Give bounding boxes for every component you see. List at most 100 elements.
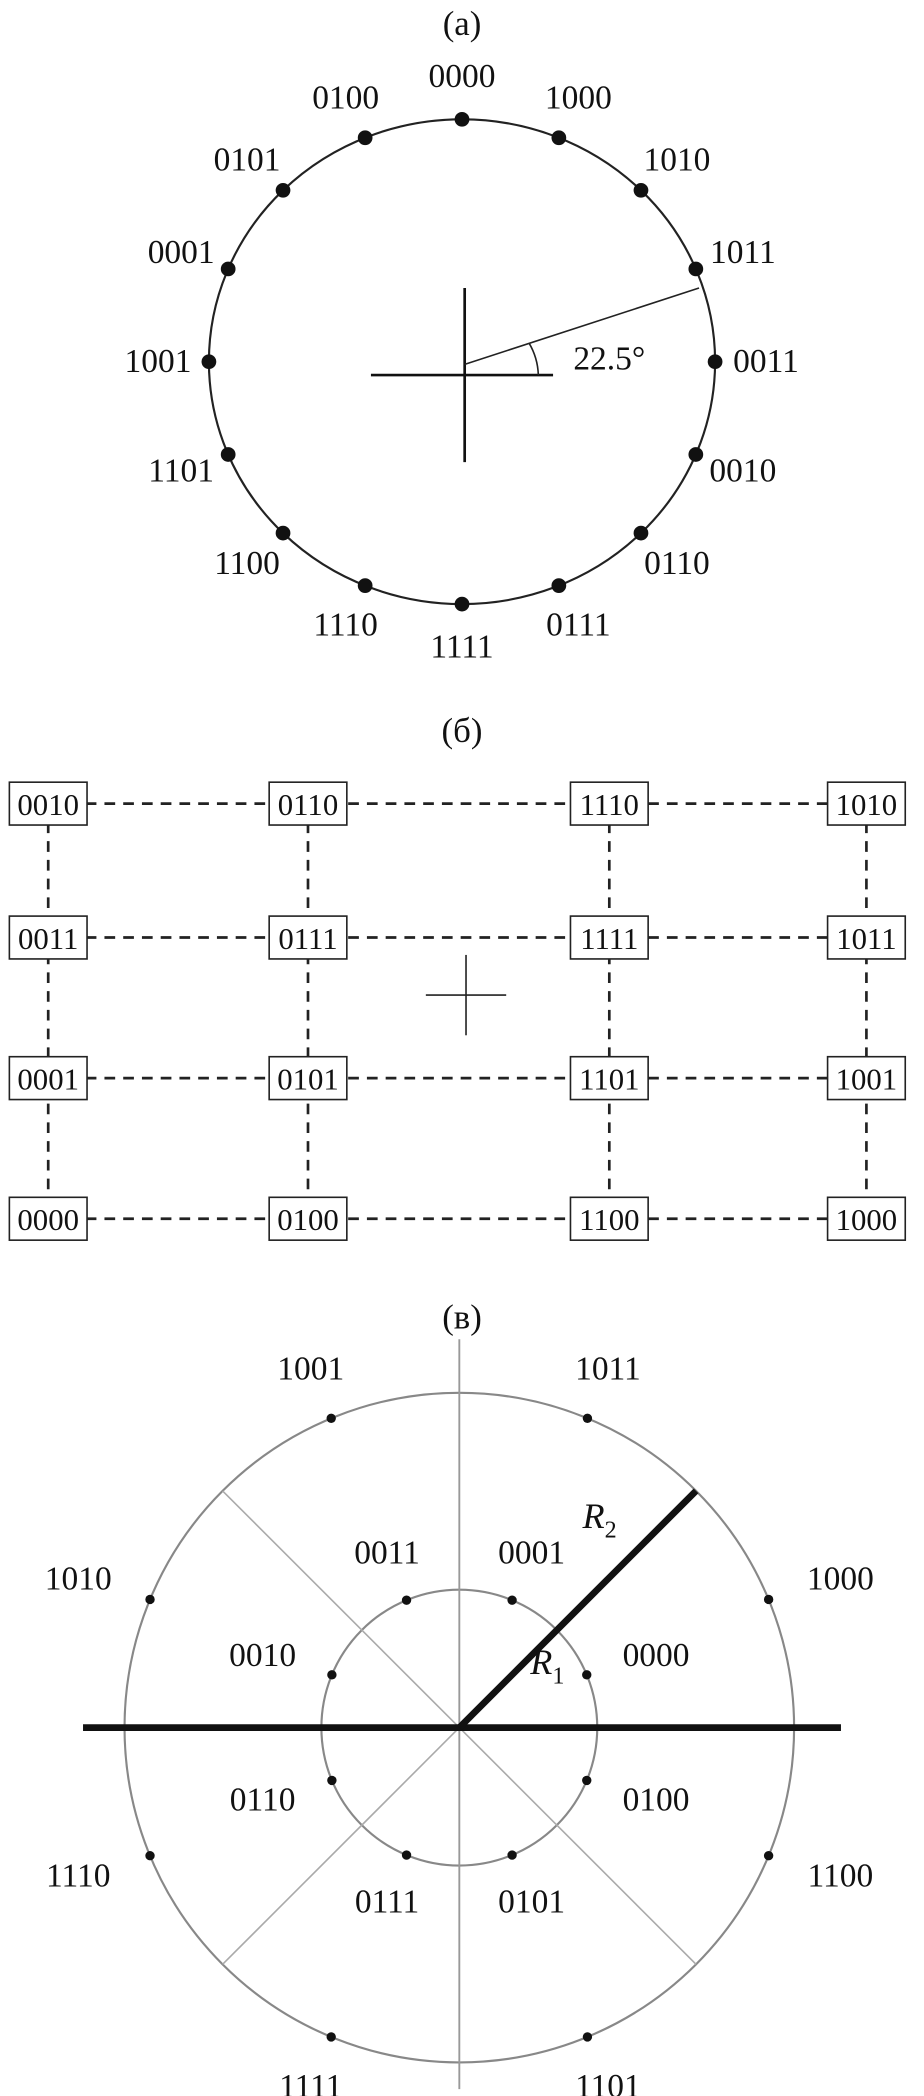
outer-point-label: 1110: [46, 1858, 110, 1895]
radius-r2-line: [456, 1488, 699, 1730]
point-label: 1001: [125, 343, 192, 380]
outer-ring-point: [763, 1594, 774, 1605]
radius-line: [464, 287, 700, 366]
symbol-box: [268, 1055, 348, 1101]
outer-ring-point: [763, 1851, 774, 1861]
symbol-box: [268, 1196, 348, 1241]
outer-ring-point: [582, 1413, 593, 1423]
symbol-label: 0010: [17, 788, 79, 822]
symbol-box: [826, 781, 907, 826]
angle-arc: [528, 342, 540, 376]
symbol-box: [8, 915, 88, 960]
constellation-point: [275, 525, 291, 541]
symbol-label: 0000: [17, 1203, 79, 1237]
sector-line: [222, 1490, 460, 1729]
constellation-point: [220, 261, 236, 277]
inner-ring-point: [401, 1595, 412, 1605]
inner-point-label: 0111: [355, 1884, 419, 1921]
inner-ring-point: [582, 1775, 592, 1786]
inner-ring-point: [327, 1775, 337, 1786]
point-label: 0001: [148, 234, 215, 271]
symbol-box: [8, 1055, 88, 1101]
point-label: 1111: [430, 628, 493, 665]
inner-point-label: 0101: [498, 1884, 565, 1921]
constellation-point: [454, 111, 470, 127]
inner-ring-point: [507, 1595, 517, 1605]
point-label: 0110: [644, 545, 710, 582]
constellation-point: [275, 182, 291, 198]
constellation-point: [357, 130, 373, 146]
panel-c-title: (в): [442, 1298, 482, 1337]
symbol-label: 1010: [836, 788, 898, 822]
point-label: 1000: [545, 80, 612, 117]
outer-point-label: 1111: [279, 2068, 342, 2096]
outer-point-label: 1010: [45, 1560, 112, 1597]
outer-point-label: 1001: [277, 1350, 344, 1387]
symbol-label: 1101: [579, 1062, 639, 1096]
symbol-box: [569, 1055, 649, 1101]
inner-ring-point: [582, 1670, 592, 1680]
symbol-box: [268, 781, 348, 826]
inner-ring-point: [507, 1850, 517, 1860]
inner-ring-point: [401, 1850, 412, 1860]
symbol-box: [569, 1196, 649, 1241]
constellation-point: [357, 578, 373, 593]
constellation-point: [633, 182, 649, 198]
outer-point-label: 1100: [808, 1858, 874, 1895]
outer-ring-point: [145, 1851, 155, 1861]
point-label: 1100: [214, 545, 280, 582]
r1-label: R1: [529, 1642, 564, 1689]
symbol-label: 1011: [836, 922, 896, 956]
radius-symbol: R: [529, 1642, 552, 1682]
constellation-point: [633, 525, 649, 541]
constellation-point: [551, 130, 567, 146]
symbol-label: 1110: [580, 788, 639, 822]
symbol-box: [826, 1196, 907, 1241]
outer-point-label: 1101: [575, 2068, 641, 2096]
symbol-label: 1001: [836, 1062, 898, 1096]
inner-point-label: 0100: [623, 1781, 690, 1818]
inner-point-label: 0011: [354, 1535, 420, 1572]
outer-ring-point: [145, 1594, 155, 1605]
symbol-label: 0011: [18, 922, 78, 956]
inner-point-label: 0000: [623, 1637, 690, 1674]
constellation-point: [551, 578, 567, 593]
point-label: 1101: [148, 452, 214, 489]
sector-line: [458, 1727, 697, 1965]
point-label: 1011: [710, 234, 776, 271]
panel-c-apsk: (в) R2R110111000110011011111111010101001…: [45, 1298, 874, 2096]
symbol-label: 1000: [836, 1203, 898, 1237]
point-label: 0011: [733, 343, 799, 380]
symbol-label: 0100: [277, 1203, 339, 1237]
symbol-box: [826, 1055, 907, 1101]
outer-point-label: 1000: [807, 1560, 874, 1597]
angle-label: 22.5°: [573, 341, 645, 378]
symbol-label: 0110: [278, 788, 338, 822]
outer-point-label: 1011: [575, 1350, 641, 1387]
r2-label: R2: [582, 1496, 617, 1543]
inner-point-label: 0110: [230, 1781, 296, 1818]
symbol-box: [268, 915, 348, 960]
inner-point-label: 0001: [498, 1535, 565, 1572]
panel-b-title: (б): [442, 711, 483, 750]
symbol-box: [569, 781, 649, 826]
point-label: 0000: [429, 58, 496, 95]
symbol-label: 0001: [17, 1062, 79, 1096]
constellation-point: [707, 354, 723, 370]
symbol-label: 0111: [278, 922, 337, 956]
inner-ring-point: [327, 1670, 337, 1680]
radius-symbol: R: [582, 1496, 605, 1536]
sector-line: [222, 1727, 460, 1965]
point-label: 0101: [214, 142, 281, 179]
symbol-box: [8, 1196, 88, 1241]
constellation-point: [688, 261, 704, 277]
panel-a-16psk: (а) 22.5°0000100010101011001100100110011…: [125, 4, 799, 665]
radius-subscript: 1: [552, 1663, 564, 1689]
symbol-box: [8, 781, 88, 826]
point-label: 1110: [313, 607, 377, 644]
outer-ring-point: [326, 2032, 336, 2042]
symbol-box: [569, 915, 649, 960]
symbol-label: 0101: [277, 1062, 339, 1096]
